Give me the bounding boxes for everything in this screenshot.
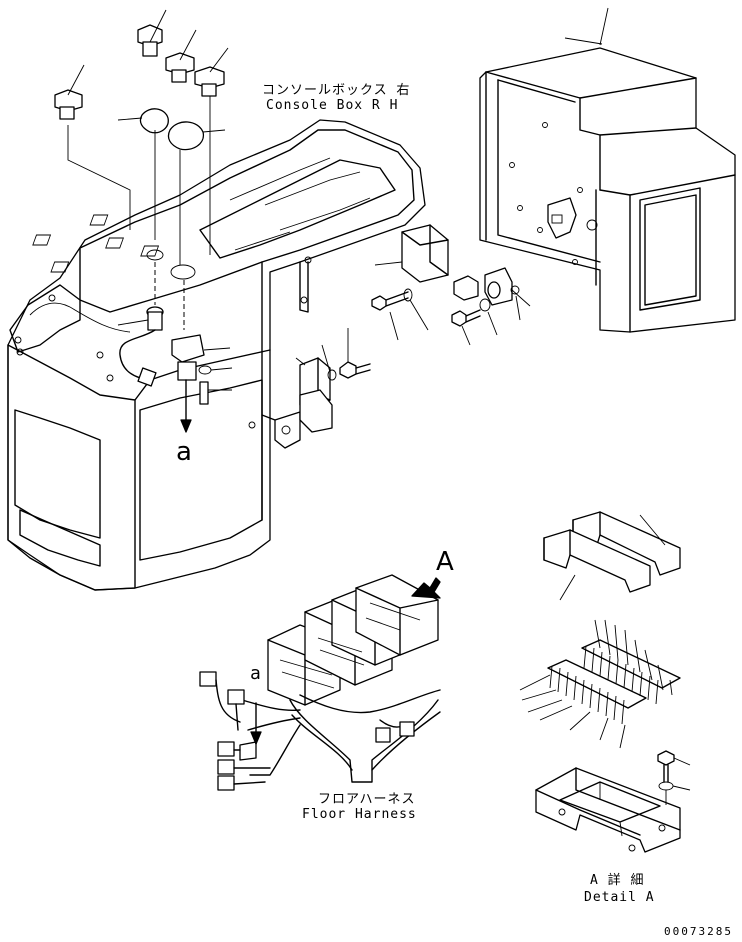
switch-assembly [117, 262, 233, 433]
switch-caps [54, 9, 229, 265]
floor-harness-label-en: Floor Harness [302, 807, 417, 822]
ref-a-lower: a [250, 663, 262, 684]
console-box-label-en: Console Box R H [266, 98, 399, 113]
ref-a-upper: a [176, 437, 192, 467]
bracket-parts [248, 224, 531, 449]
detail-a-label-en: Detail A [584, 890, 655, 905]
cabinet-assembly [479, 7, 736, 333]
console-box-label-jp: コンソールボックス 右 [262, 83, 411, 98]
console-box-body [7, 119, 426, 591]
floor-harness-label-jp: フロアハーネス [318, 792, 416, 807]
view-a-letter: A [436, 547, 454, 577]
floor-harness [199, 574, 441, 791]
detail-a-label-jp: A 詳 細 [590, 873, 645, 888]
drawing-number: 00073285 [664, 925, 733, 938]
detail-a-view [519, 511, 691, 853]
